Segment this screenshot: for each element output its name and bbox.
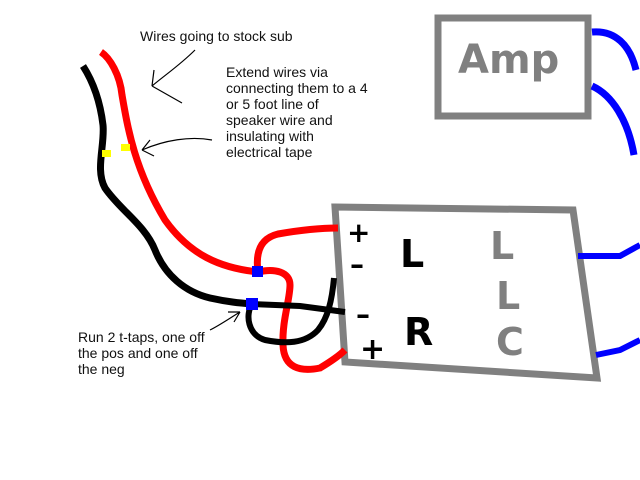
arrow-extend-wires bbox=[141, 137, 213, 157]
negative-wire-loop bbox=[245, 277, 337, 346]
arrow-t-taps bbox=[209, 311, 241, 331]
label-extend-wires: Extend wires via connecting them to a 4 … bbox=[226, 64, 368, 160]
terminal-minus-top: – bbox=[350, 248, 364, 281]
t-tap-negative bbox=[246, 298, 258, 310]
arrow-stock-sub bbox=[151, 49, 196, 104]
terminal-minus-bottom: – bbox=[356, 298, 370, 331]
output-glyph-3: C bbox=[496, 320, 524, 364]
channel-r-label: R bbox=[404, 310, 434, 354]
converter-output-wire-bottom bbox=[595, 337, 640, 358]
t-tap-positive bbox=[252, 266, 263, 277]
tape-marker-positive bbox=[121, 144, 130, 151]
output-glyph-1: L bbox=[490, 224, 515, 268]
converter-output-wire-top bbox=[578, 242, 640, 259]
positive-wire-main bbox=[98, 49, 259, 276]
amp-output-wire-top bbox=[591, 28, 640, 71]
tape-marker-negative bbox=[102, 150, 111, 157]
positive-wire-loop bbox=[253, 224, 339, 273]
negative-wire-main bbox=[80, 64, 253, 308]
amp-box bbox=[434, 14, 592, 120]
label-wires-to-stock-sub: Wires going to stock sub bbox=[140, 28, 293, 44]
output-glyph-2: L bbox=[496, 274, 521, 318]
label-run-t-taps: Run 2 t-taps, one off the pos and one of… bbox=[78, 329, 205, 377]
terminal-plus-bottom: + bbox=[360, 332, 386, 367]
amp-label: Amp bbox=[458, 37, 560, 83]
amp-output-wire-bottom bbox=[590, 82, 638, 156]
terminal-plus-top: + bbox=[347, 216, 371, 249]
channel-l-label: L bbox=[400, 232, 425, 276]
